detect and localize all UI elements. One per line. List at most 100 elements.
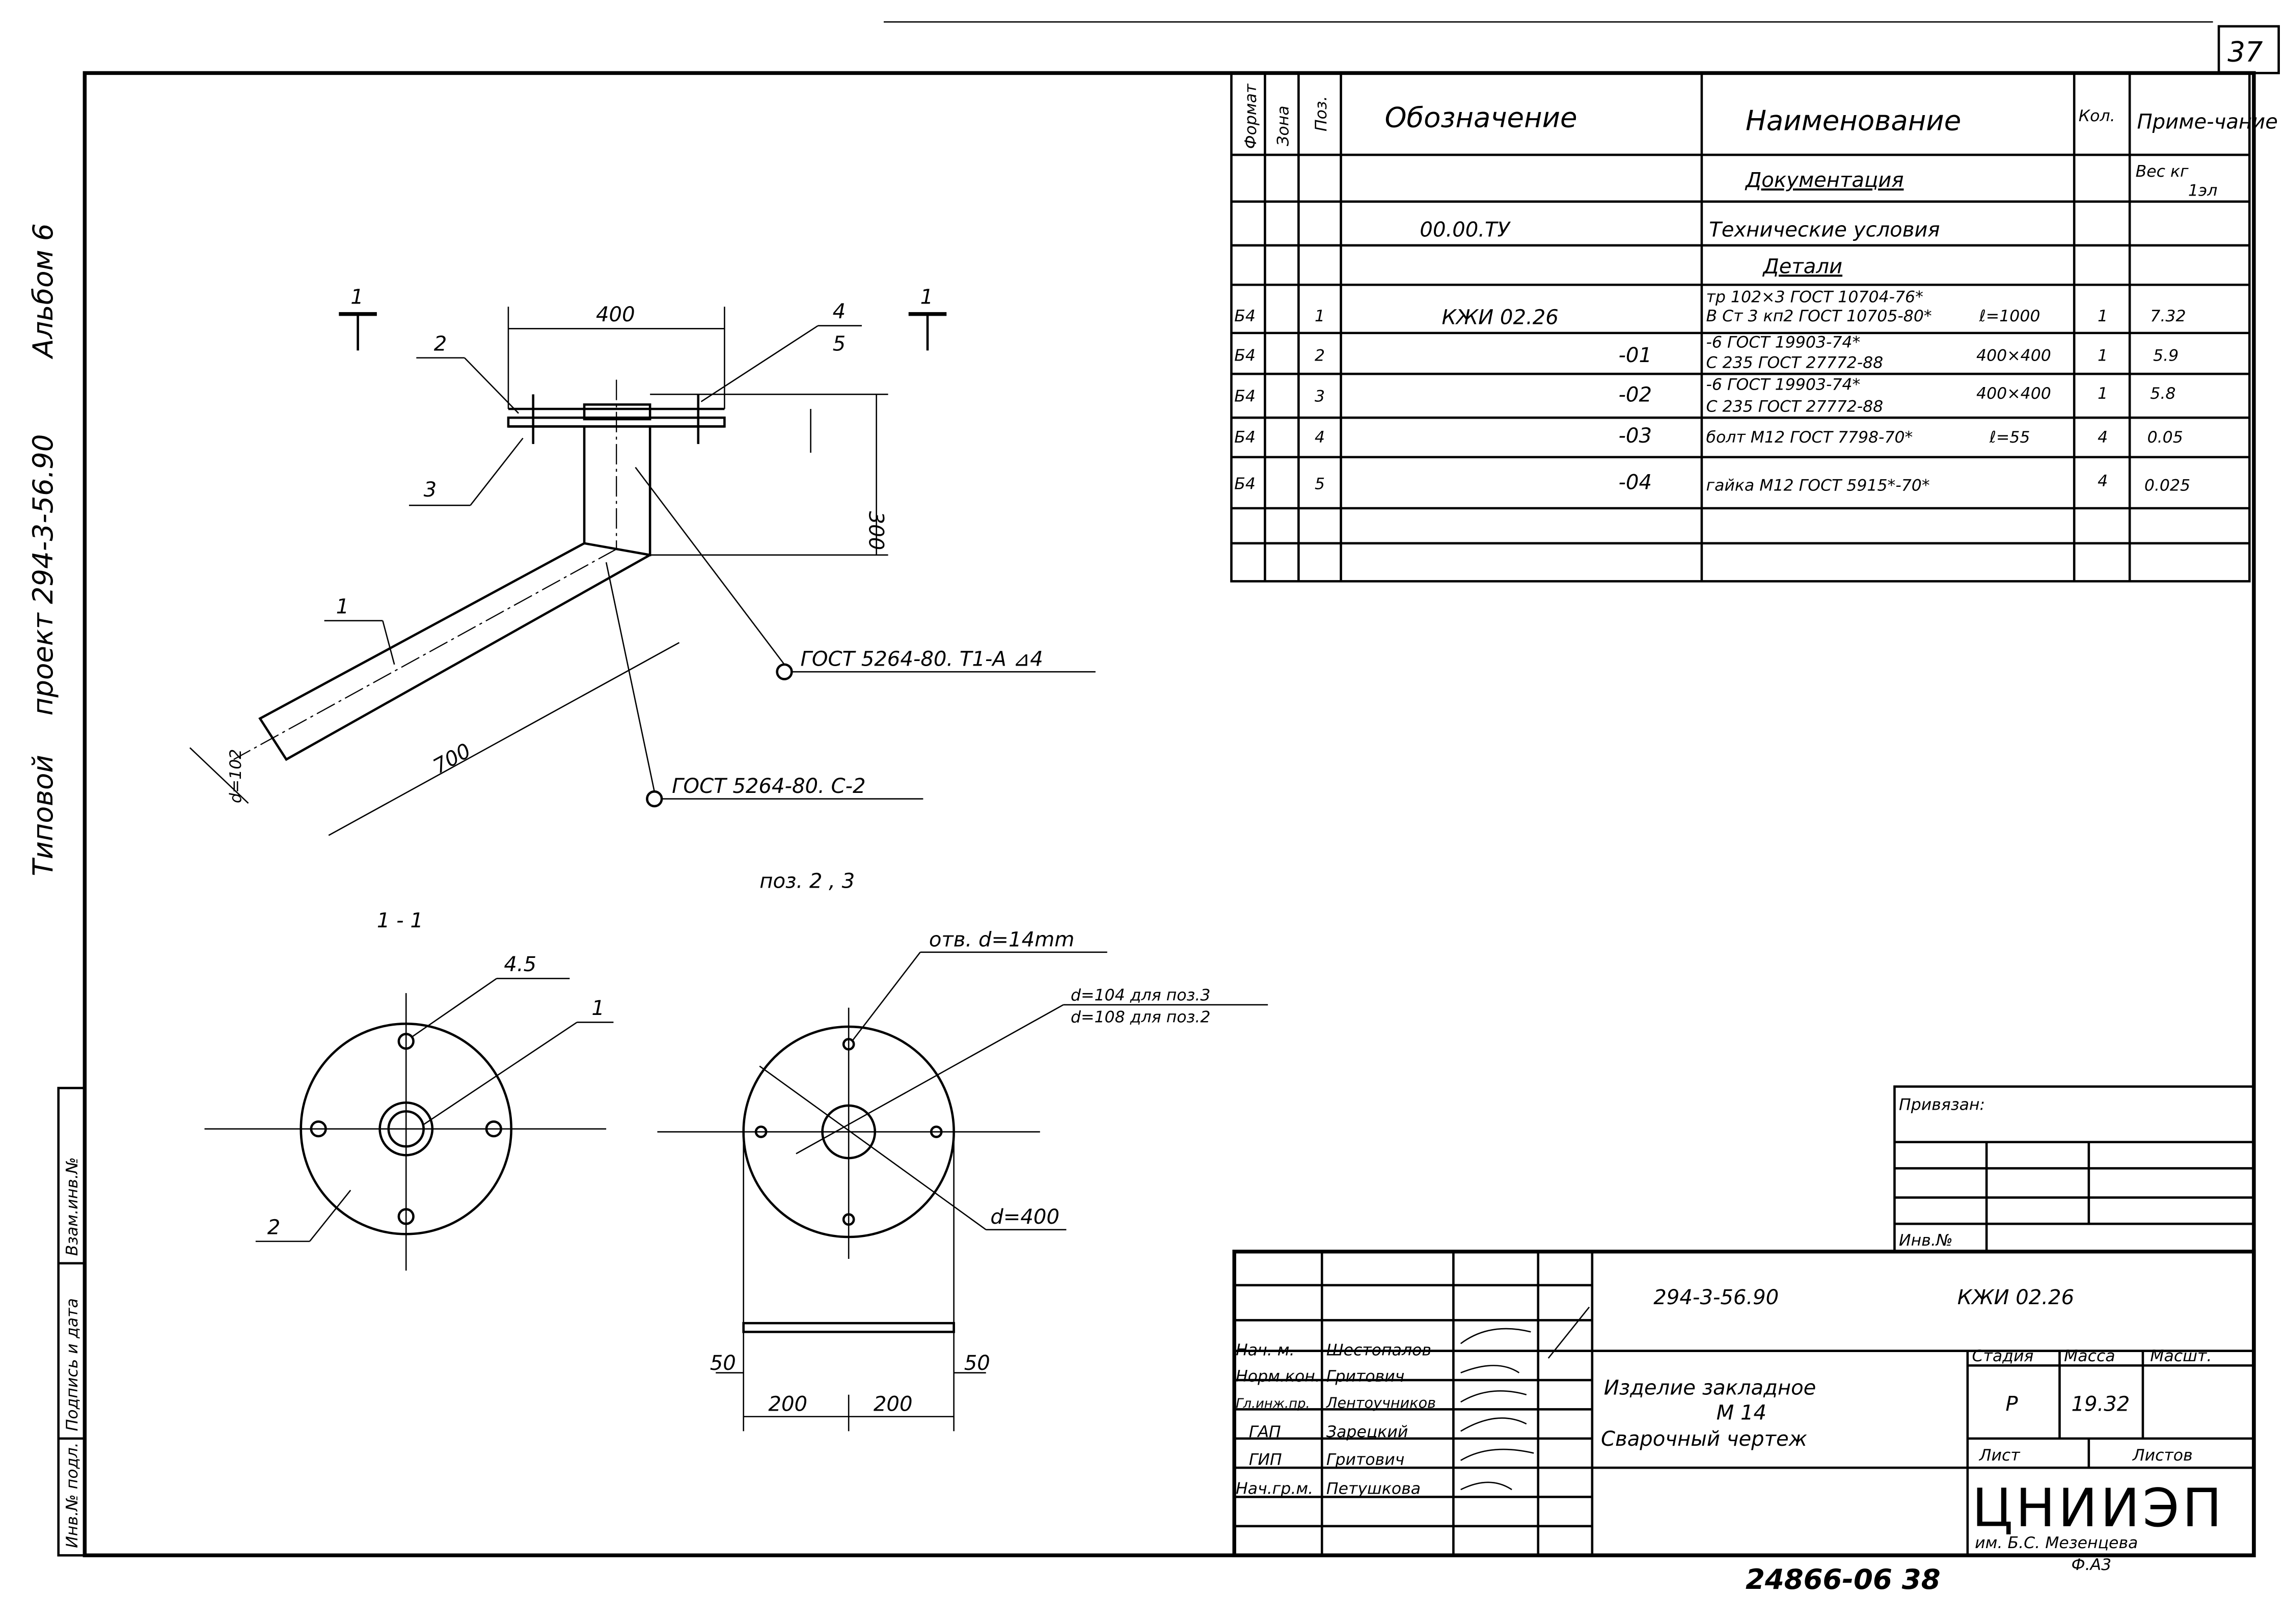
sheet-label: Лист bbox=[1979, 1446, 2021, 1465]
row-pos: 1 bbox=[1315, 307, 1325, 325]
row-name-bottom: С 235 ГОСТ 27772-88 bbox=[1706, 398, 1884, 416]
row-designation: КЖИ 02.26 bbox=[1441, 306, 1558, 329]
stage-value: Р bbox=[2005, 1392, 2018, 1416]
row-size: 400×400 bbox=[1976, 346, 2051, 365]
binding-block: Привязан: Инв.№ bbox=[1893, 1085, 2255, 1253]
row-note: 5.8 bbox=[2150, 384, 2175, 403]
dim-200-right: 200 bbox=[874, 1392, 913, 1416]
row-format: Б4 bbox=[1234, 428, 1256, 447]
callout-1: 1 bbox=[336, 595, 349, 618]
margin-text: Типовой проект 294-3-56.90 Альбом 6 bbox=[26, 223, 59, 876]
row-note: 7.32 bbox=[2150, 307, 2186, 325]
signer-name: Лентоучников bbox=[1326, 1394, 1436, 1412]
section-callout-1: 1 bbox=[591, 997, 605, 1020]
row-size: ℓ=55 bbox=[1989, 428, 2030, 447]
row-note: 5.9 bbox=[2153, 346, 2179, 365]
row-designation: -03 bbox=[1618, 424, 1652, 448]
row-name-top: болт М12 ГОСТ 7798-70* bbox=[1706, 428, 1913, 447]
sheet-format: Ф.А3 bbox=[2071, 1556, 2111, 1574]
row-name-top: гайка М12 ГОСТ 5915*-70* bbox=[1706, 477, 1930, 495]
header-name: Наименование bbox=[1746, 104, 1961, 136]
binding-inv: Инв.№ bbox=[1899, 1231, 1953, 1250]
organization-logo: ЦНИИЭП bbox=[1972, 1478, 2224, 1539]
header-designation: Обозначение bbox=[1385, 101, 1577, 134]
row-format: Б4 bbox=[1234, 475, 1256, 493]
row-format: Б4 bbox=[1234, 346, 1256, 365]
doc-designation: 00.00.ТУ bbox=[1420, 218, 1511, 242]
row-format: Б4 bbox=[1234, 388, 1256, 406]
callout-4-5: 4.5 bbox=[504, 953, 536, 976]
row-qty: 1 bbox=[2098, 384, 2108, 403]
signer-role: Нач.гр.м. bbox=[1236, 1480, 1313, 1498]
section-parts: Детали bbox=[1762, 255, 1842, 278]
row-name-top: -6 ГОСТ 19903-74* bbox=[1706, 334, 1861, 352]
dim-200-left: 200 bbox=[768, 1392, 807, 1416]
dim-700: 700 bbox=[429, 739, 475, 778]
signer-name: Гритович bbox=[1326, 1450, 1404, 1469]
diameter-400: d=400 bbox=[990, 1205, 1059, 1229]
section-documentation: Документация bbox=[1745, 169, 1904, 192]
signer-role: ГИП bbox=[1249, 1450, 1282, 1469]
sheet-frame bbox=[83, 71, 2256, 1557]
row-designation: -01 bbox=[1618, 344, 1652, 367]
note-per-element: 1эл bbox=[2188, 181, 2218, 200]
section-mark-left: 1 bbox=[350, 286, 364, 309]
organization-subtitle: им. Б.С. Мезенцева bbox=[1975, 1534, 2138, 1552]
callout-4: 4 bbox=[833, 300, 846, 323]
dim-300: 300 bbox=[864, 511, 887, 550]
table-row: Б4 2 -01 -6 ГОСТ 19903-74* С 235 ГОСТ 27… bbox=[1234, 334, 2179, 372]
row-designation: -04 bbox=[1618, 471, 1652, 494]
row-pos: 4 bbox=[1315, 428, 1325, 447]
title-line-1: Изделие закладное bbox=[1604, 1377, 1816, 1400]
signer-role: Гл.инж.пр. bbox=[1236, 1396, 1310, 1412]
assembly-view: 400 300 700 d=102 1 1 1 2 3 4 5 ГОСТ 526… bbox=[189, 286, 1096, 836]
sheet-number: 37 bbox=[2227, 35, 2263, 68]
signer-role: ГАП bbox=[1249, 1423, 1281, 1441]
table-row: Б4 1 КЖИ 02.26 тр 102×3 ГОСТ 10704-76* В… bbox=[1234, 288, 2186, 329]
header-format: Формат bbox=[1242, 83, 1260, 149]
row-qty: 4 bbox=[2098, 472, 2108, 490]
row-pos: 5 bbox=[1315, 475, 1325, 493]
row-note: 0.05 bbox=[2147, 428, 2183, 447]
weld-note-1: ГОСТ 5264-80. Т1-А ⊿4 bbox=[801, 648, 1043, 671]
row-qty: 1 bbox=[2098, 307, 2108, 325]
signers: Нач. м. Шестопалов Норм.кон. Гритович Гл… bbox=[1236, 1341, 1436, 1498]
mass-value: 19.32 bbox=[2071, 1392, 2130, 1416]
dim-50-right: 50 bbox=[964, 1352, 990, 1375]
table-row: Б4 5 -04 гайка М12 ГОСТ 5915*-70* 4 0.02… bbox=[1234, 471, 2190, 495]
archive-number: 24866-06 38 bbox=[1746, 1563, 1941, 1595]
binding-label: Привязан: bbox=[1899, 1096, 1985, 1114]
signer-role: Норм.кон. bbox=[1236, 1367, 1320, 1386]
dim-50-left: 50 bbox=[710, 1352, 736, 1375]
margin-album: Альбом 6 bbox=[26, 223, 59, 359]
note-weight: Вес кг bbox=[2136, 162, 2189, 181]
section-mark-right: 1 bbox=[920, 286, 934, 309]
diameter-note-2: d=108 для поз.2 bbox=[1071, 1008, 1210, 1026]
callout-3: 3 bbox=[424, 478, 437, 502]
doc-code: КЖИ 02.26 bbox=[1957, 1286, 2074, 1309]
callout-5: 5 bbox=[833, 332, 846, 355]
scale-label: Масшт. bbox=[2150, 1347, 2212, 1365]
row-qty: 4 bbox=[2098, 428, 2108, 447]
side-stamp: Инв.№ подл. Подпись и дата Взам.инв.№ bbox=[57, 1087, 86, 1557]
signer-name: Шестопалов bbox=[1326, 1341, 1431, 1359]
signatures bbox=[1460, 1306, 1590, 1491]
row-format: Б4 bbox=[1234, 307, 1256, 325]
section-callout-2: 2 bbox=[267, 1216, 281, 1239]
side-stamp-replace: Взам.инв.№ bbox=[63, 1157, 81, 1256]
title-block: 294-3-56.90 КЖИ 02.26 Изделие закладное … bbox=[1232, 1249, 2256, 1557]
signer-name: Петушкова bbox=[1326, 1480, 1421, 1498]
row-size: ℓ=1000 bbox=[1979, 307, 2040, 325]
row-size: 400×400 bbox=[1976, 384, 2051, 403]
section-title: 1 - 1 bbox=[377, 909, 423, 932]
row-name-bottom: В Ст 3 кп2 ГОСТ 10705-80* bbox=[1706, 307, 1932, 325]
project-code: 294-3-56.90 bbox=[1653, 1286, 1779, 1309]
row-note: 0.025 bbox=[2144, 477, 2190, 495]
diameter-note-1: d=104 для поз.3 bbox=[1071, 986, 1210, 1004]
stage-label: Стадия bbox=[1972, 1347, 2033, 1365]
side-stamp-sign: Подпись и дата bbox=[63, 1298, 81, 1431]
title-line-2: М 14 bbox=[1717, 1401, 1766, 1424]
row-name-top: -6 ГОСТ 19903-74* bbox=[1706, 376, 1861, 394]
header-pos: Поз. bbox=[1312, 96, 1330, 131]
signer-name: Гритович bbox=[1326, 1367, 1404, 1386]
